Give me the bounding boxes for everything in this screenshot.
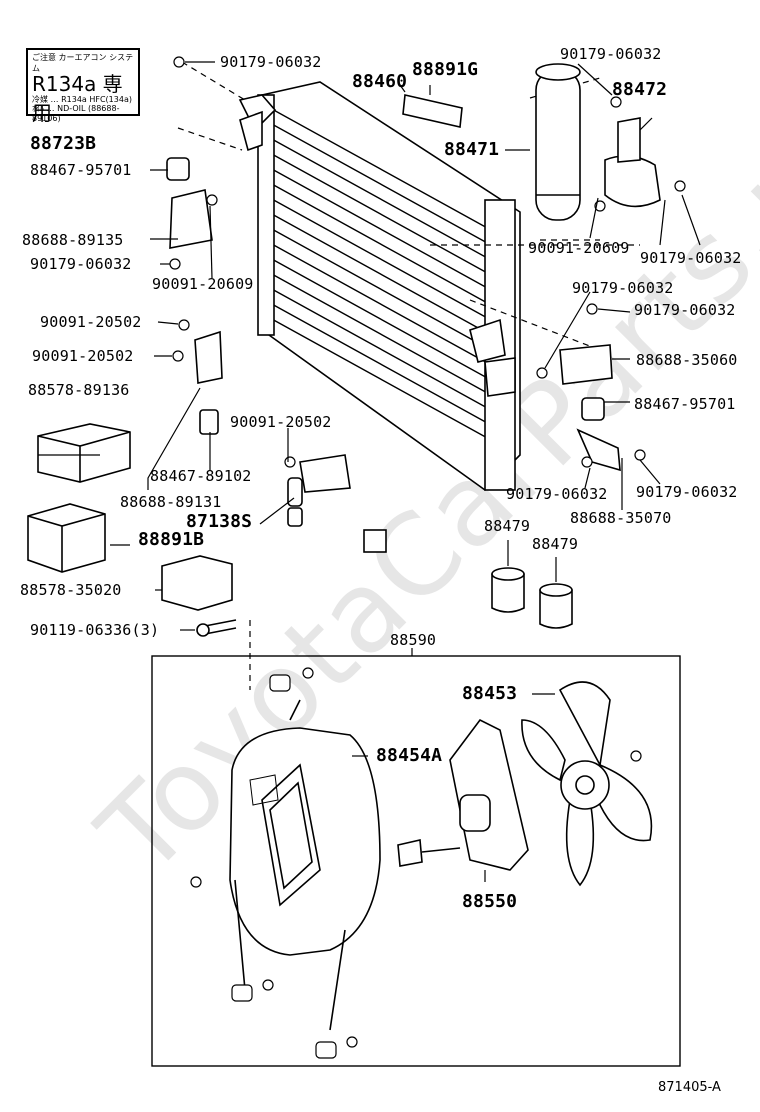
part-label: 88472 — [612, 79, 668, 100]
part-label: 88723B — [30, 133, 97, 154]
part-label: 88467-89102 — [150, 467, 252, 485]
part-label: 88891G — [412, 59, 479, 80]
decal-header: ご注意 カーエアコン システム — [32, 53, 134, 73]
part-label: 88453 — [462, 683, 518, 704]
part-label: 88578-35020 — [20, 581, 122, 599]
part-label: 88590 — [390, 631, 437, 649]
fan-blade — [521, 681, 653, 887]
small-hardware — [169, 56, 686, 1059]
part-label: 88891B — [138, 529, 205, 550]
part-label: 90179-06032 — [572, 279, 674, 297]
part-label: 88479 — [532, 535, 579, 553]
part-label: 88688-89131 — [120, 493, 222, 511]
decal-refrigerant: R134a 専用 — [32, 72, 123, 125]
part-label: 90179-06032 — [560, 45, 662, 63]
sponge-blocks — [27, 423, 233, 611]
fan-shroud — [229, 699, 381, 1031]
part-label: 90091-20502 — [32, 347, 134, 365]
decal-line-2: ｵｲﾙ … ND-OIL (88688-89106) — [32, 104, 120, 123]
part-label: 88467-95701 — [634, 395, 736, 413]
receiver-drier — [535, 63, 581, 221]
part-label: 90179-06032 — [636, 483, 738, 501]
part-label: 88688-89135 — [22, 231, 124, 249]
part-label: 90179-06032 — [30, 255, 132, 273]
fan-motor — [397, 718, 529, 871]
part-label: 90179-06032 — [634, 301, 736, 319]
part-label: 88688-35060 — [636, 351, 738, 369]
leader-lines — [38, 61, 701, 882]
refrigerant-decal: ご注意 カーエアコン システム R134a 専用 冷媒 … R134a HFC(… — [26, 48, 140, 125]
part-label: 87138S — [186, 511, 253, 532]
part-label: 90179-06032 — [640, 249, 742, 267]
illustration-code: 871405-A — [658, 1080, 721, 1095]
part-label: 88479 — [484, 517, 531, 535]
decal-line-1: 冷媒 … R134a HFC(134a) — [32, 95, 132, 104]
part-label: 90179-06032 — [506, 485, 608, 503]
part-label: 90119-06336(3) — [30, 621, 160, 639]
part-label: 90091-20502 — [230, 413, 332, 431]
part-label: 88467-95701 — [30, 161, 132, 179]
condenser-core — [238, 81, 521, 492]
part-label: 88471 — [444, 139, 500, 160]
part-label: 90179-06032 — [220, 53, 322, 71]
part-label: 88550 — [462, 891, 518, 912]
part-label: 88454A — [376, 745, 443, 766]
part-label: 90091-20609 — [152, 275, 254, 293]
part-label: 90091-20609 — [528, 239, 630, 257]
part-label: 90091-20502 — [40, 313, 142, 331]
part-label: 88460 — [352, 71, 408, 92]
part-label: 88578-89136 — [28, 381, 130, 399]
fan-assembly-box — [151, 655, 681, 1067]
bushings — [491, 567, 573, 629]
part-label: 88688-35070 — [570, 509, 672, 527]
mount-cushions — [166, 157, 605, 435]
